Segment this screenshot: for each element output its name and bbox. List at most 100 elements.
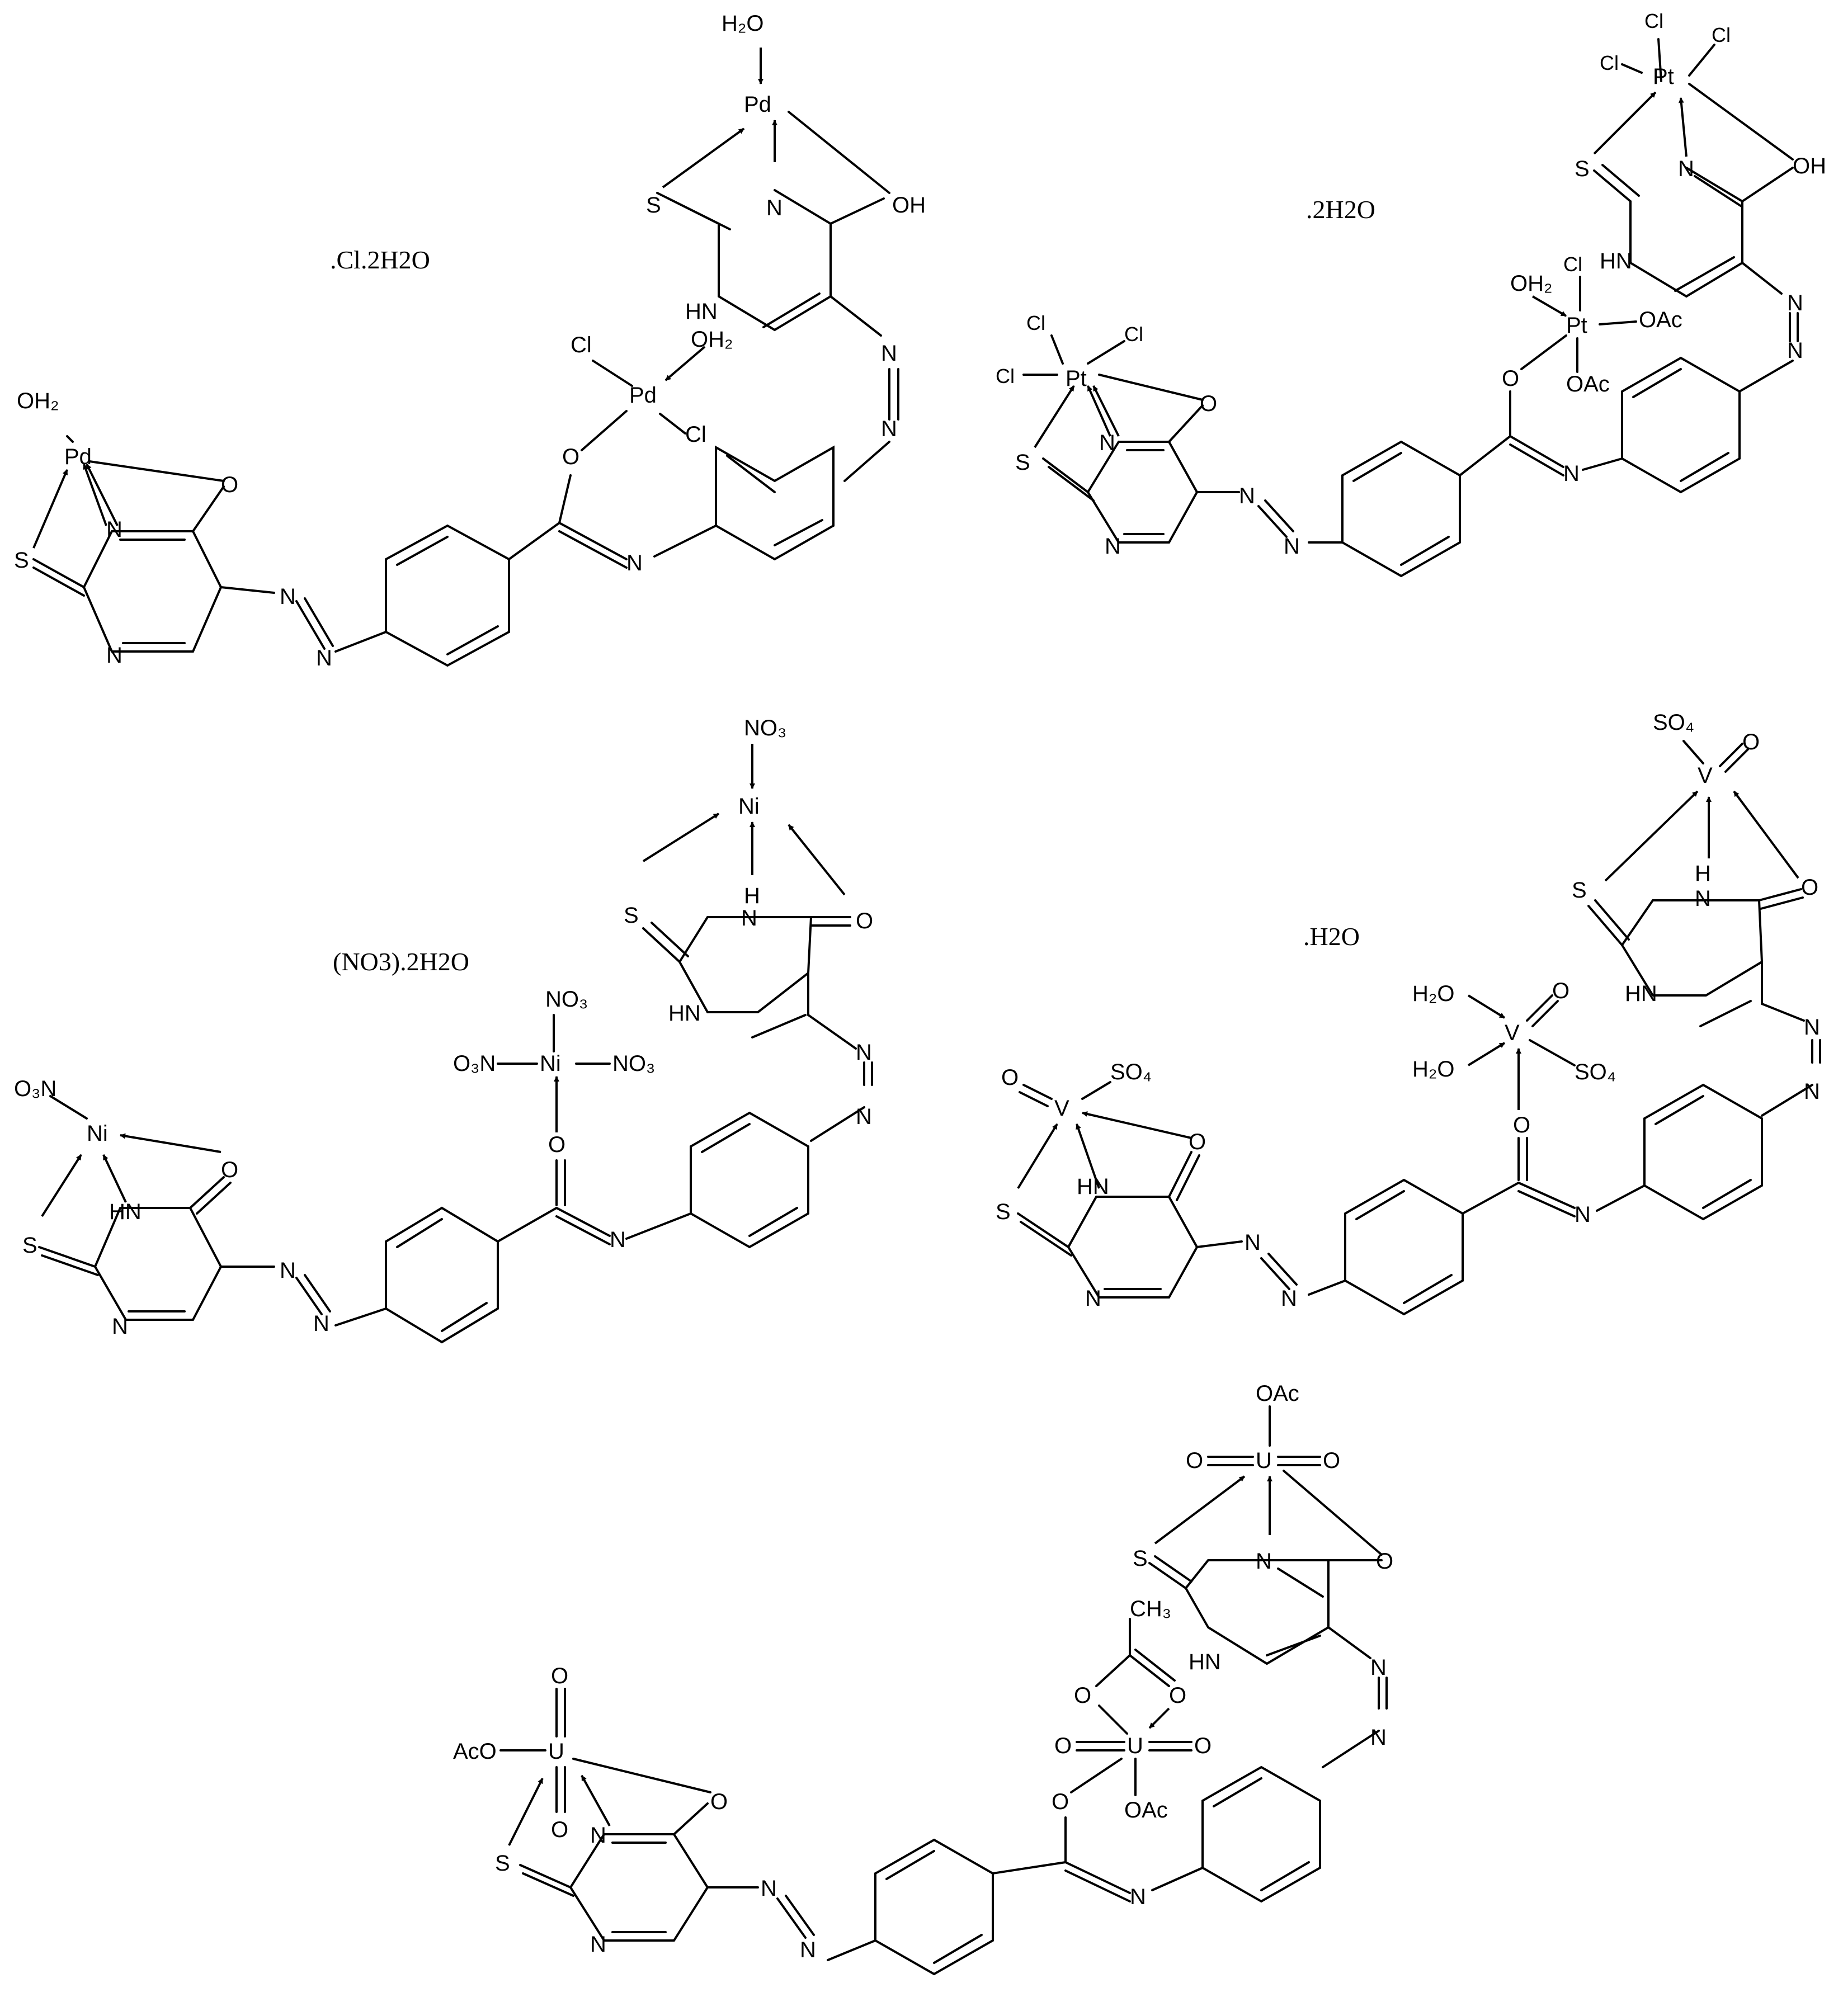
- pt-label-n-azo1: N: [1787, 291, 1803, 315]
- ni-label-n-left: N: [112, 1314, 128, 1339]
- u-label-s-top: S: [1133, 1546, 1148, 1571]
- u-label-aco: AcO: [453, 1739, 497, 1764]
- pd-label-n-top: N: [766, 196, 783, 220]
- pd-left-phenyl: [334, 522, 560, 667]
- v-label-h2o-mid2: H₂O: [1412, 1057, 1455, 1082]
- ni-label-s-left: S: [22, 1233, 37, 1258]
- ni-label-ni-mid: Ni: [540, 1051, 561, 1076]
- pt-label-cl-mid: Cl: [1563, 253, 1582, 276]
- ni-label-hn-top: HN: [668, 1001, 701, 1026]
- v-right-phenyl: [1596, 1083, 1763, 1221]
- u-label-o-ring: O: [1376, 1549, 1393, 1574]
- u-right-phenyl: [1151, 1765, 1321, 1903]
- pt-label-cl-left3: Cl: [996, 365, 1015, 388]
- u-label-o-left-bot: O: [551, 1817, 568, 1842]
- counter-ions-pd: .Cl.2H2O: [330, 245, 430, 274]
- v-label-o-top: O: [1742, 730, 1760, 754]
- ni-label-o3n-left: O₃N: [14, 1077, 56, 1101]
- complex-ni: (NO3).2H2O NO₃ Ni S H N O HN N N NO₃ O₃N: [14, 716, 873, 1344]
- pd-label-s-left: S: [14, 548, 29, 573]
- v-label-so4-left: SO₄: [1110, 1060, 1152, 1084]
- u-label-o-top-l: O: [1186, 1448, 1203, 1473]
- u-label-n-left1: N: [590, 1823, 606, 1848]
- ni-label-no3-top: NO₃: [744, 716, 786, 740]
- pd-label-hn-top: HN: [685, 299, 718, 324]
- pd-label-s-top: S: [646, 193, 661, 218]
- u-label-oac-top: OAc: [1256, 1381, 1299, 1406]
- pt-label-cl-left2: Cl: [1124, 323, 1143, 346]
- pd-label-o-mid: O: [562, 445, 579, 469]
- ni-left-phenyl: [334, 1206, 558, 1344]
- v-label-n-top: N: [1695, 886, 1711, 911]
- u-label-u-left: U: [548, 1739, 564, 1764]
- u-label-ch3: CH₃: [1130, 1597, 1171, 1621]
- u-label-o-ring-left: O: [710, 1790, 728, 1814]
- v-label-o-ring-left: O: [1189, 1130, 1206, 1154]
- v-label-h: H: [1695, 861, 1711, 886]
- v-label-n-azo3: N: [1245, 1230, 1261, 1255]
- ni-label-s-top: S: [624, 903, 639, 928]
- v-label-o-ring: O: [1801, 875, 1818, 900]
- pt-label-o-left: O: [1200, 391, 1217, 416]
- u-label-n-imine: N: [1130, 1885, 1146, 1909]
- pd-label-oh2-left: OH₂: [17, 389, 59, 413]
- u-label-s-left: S: [495, 1851, 510, 1876]
- v-label-n-azo1: N: [1804, 1015, 1820, 1040]
- u-label-o-ac2: O: [1169, 1683, 1186, 1708]
- pt-upper-ring: [1593, 38, 1799, 393]
- v-label-s-top: S: [1572, 878, 1587, 903]
- pt-label-oac-2: OAc: [1566, 372, 1610, 396]
- pt-label-pt-left: Pt: [1066, 366, 1087, 391]
- pt-label-n-left1: N: [1099, 431, 1115, 455]
- pd-label-pd-left: Pd: [64, 445, 92, 469]
- v-left-phenyl: [1308, 1178, 1520, 1316]
- pt-label-hn-top: HN: [1600, 249, 1632, 273]
- u-upper-ring: [1148, 1555, 1388, 1768]
- u-left-phenyl: [827, 1838, 1067, 1976]
- pd-label-n-azo2: N: [881, 417, 897, 441]
- u-label-u-mid: U: [1127, 1734, 1143, 1758]
- ni-label-o-left: O: [221, 1158, 238, 1182]
- u-label-n-azo1: N: [1370, 1655, 1387, 1680]
- complex-u: OAc O U O S N O CH₃ HN N N: [453, 1381, 1393, 1976]
- ni-label-o-mid: O: [548, 1132, 565, 1157]
- v-label-o-left: O: [1001, 1065, 1019, 1090]
- pt-label-o-mid: O: [1502, 366, 1519, 391]
- v-upper-ring: [1587, 888, 1821, 1117]
- u-label-u-top: U: [1256, 1448, 1272, 1473]
- ni-label-ni-left: Ni: [87, 1121, 108, 1146]
- pt-left-ring: [1022, 334, 1294, 544]
- ni-label-o3n-mid: O₃N: [453, 1051, 496, 1076]
- ni-left-ring: [38, 1095, 331, 1321]
- u-label-hn-top: HN: [1189, 1650, 1221, 1674]
- u-label-n-top: N: [1256, 1549, 1272, 1574]
- v-label-o-mid: O: [1552, 979, 1569, 1003]
- pt-label-n-azo2: N: [1787, 338, 1803, 363]
- ni-right-phenyl: [625, 1111, 809, 1249]
- complex-pt: .2H2O Cl Cl Cl Pt S N OH HN N N: [996, 10, 1826, 578]
- complex-v: .H2O SO₄ V O S H N O HN N N H₂O: [996, 710, 1821, 1316]
- pd-label-pd-mid: Pd: [629, 383, 657, 408]
- v-label-n-imine: N: [1575, 1202, 1591, 1227]
- pt-label-s-left: S: [1015, 450, 1030, 475]
- v-label-s-left: S: [996, 1200, 1011, 1224]
- u-label-o-mid2: O: [1052, 1790, 1069, 1814]
- v-label-v-left: V: [1054, 1096, 1069, 1121]
- v-label-v-top: V: [1698, 763, 1713, 788]
- pt-label-cl-left1: Cl: [1026, 311, 1045, 334]
- pt-left-phenyl: [1308, 435, 1511, 578]
- pt-label-cl-top1: Cl: [1644, 10, 1663, 32]
- pt-label-n-top: N: [1678, 157, 1694, 181]
- ni-label-n-azo4: N: [313, 1311, 329, 1336]
- pt-label-n-imine: N: [1563, 461, 1580, 486]
- v-label-n-azo2: N: [1804, 1079, 1820, 1104]
- u-label-o-left-top: O: [551, 1664, 568, 1688]
- pd-label-n-imine: N: [626, 551, 643, 575]
- u-label-n-left2: N: [590, 1932, 606, 1957]
- pt-label-n-azo4: N: [1284, 534, 1300, 559]
- ni-label-n-azo1: N: [856, 1040, 872, 1065]
- ni-label-n-azo3: N: [280, 1258, 296, 1283]
- pd-label-n-azo3: N: [280, 584, 296, 609]
- u-label-o-top-r: O: [1323, 1448, 1340, 1473]
